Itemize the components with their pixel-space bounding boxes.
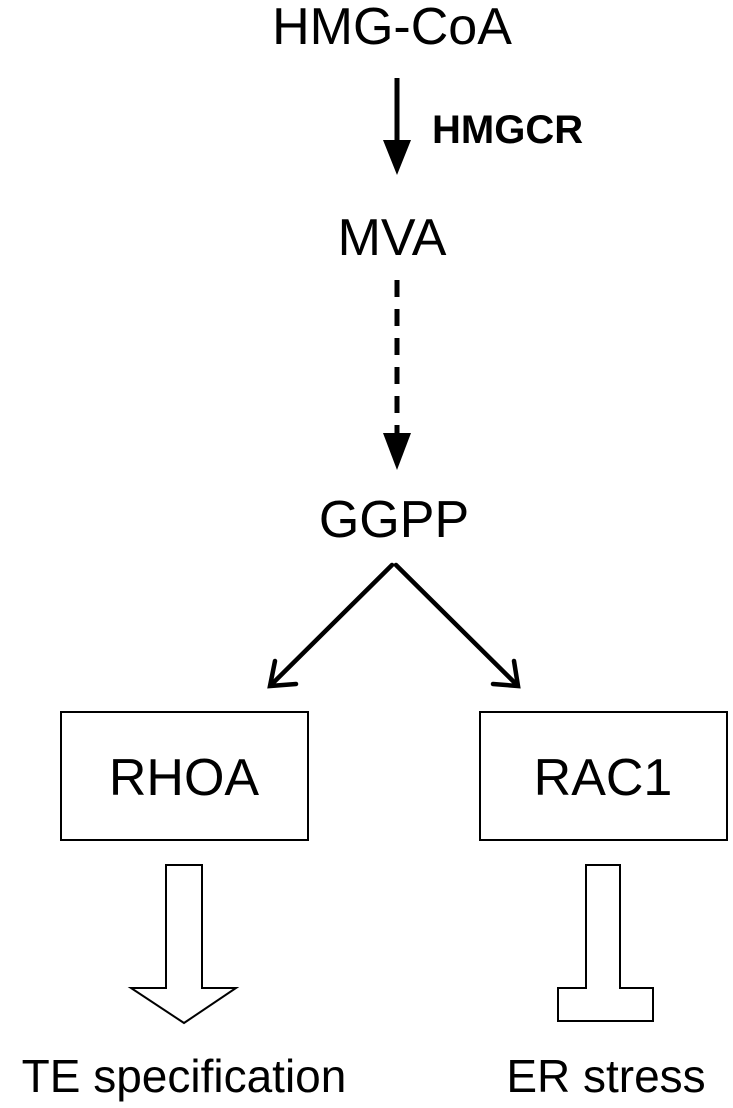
node-mva: MVA [338, 209, 447, 267]
outcome-er-stress: ER stress [506, 1050, 705, 1102]
node-ggpp: GGPP [319, 491, 469, 549]
node-hmg-coa: HMG-CoA [272, 0, 512, 56]
arrow-ggpp-to-rhoa [267, 562, 395, 689]
outcome-te-specification: TE specification [22, 1050, 347, 1102]
inhibition-bar-rac1-to-er [557, 864, 654, 1022]
box-rac1 [479, 711, 728, 841]
open-arrow-rhoa-to-te [127, 864, 240, 1025]
arrow-mva-to-ggpp-dashed [383, 280, 411, 470]
arrow-hmgcoa-to-mva [383, 78, 411, 175]
node-rac1: RAC1 [534, 749, 673, 807]
node-rhoa: RHOA [109, 749, 260, 807]
box-rhoa [60, 711, 309, 841]
arrow-ggpp-to-rac1 [393, 562, 521, 689]
enzyme-label-hmgcr: HMGCR [432, 108, 583, 152]
